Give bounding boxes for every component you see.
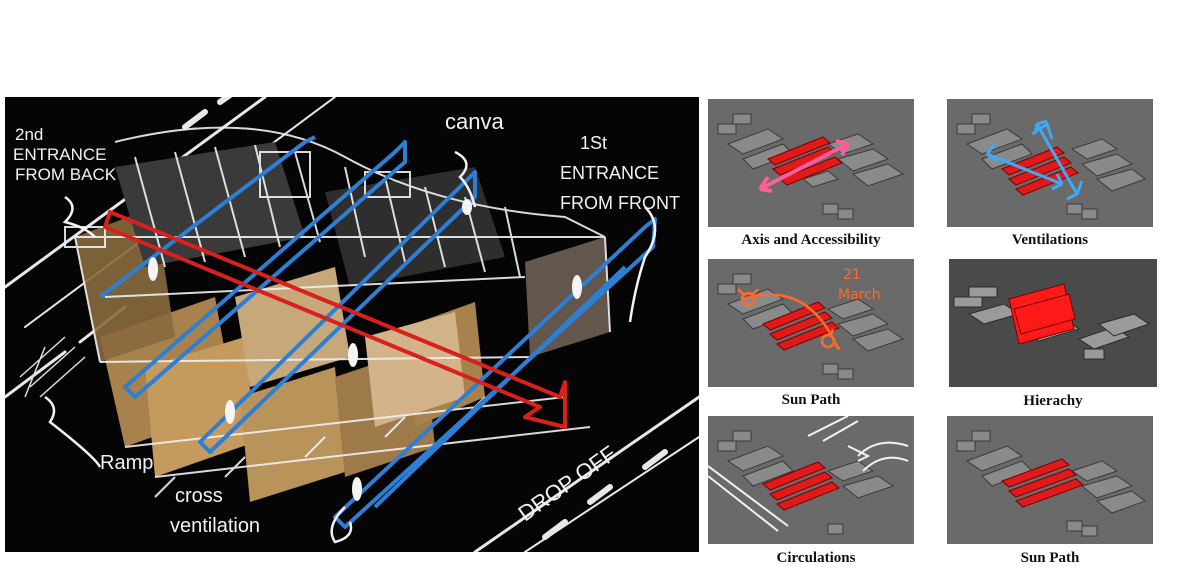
label-ramp: Ramp	[100, 452, 153, 474]
caption-circulations: Circulations	[708, 550, 924, 567]
label-drop-off: DROP OFF	[514, 441, 621, 526]
caption-hierarchy: Hierachy	[949, 393, 1157, 410]
thumb-hierarchy	[949, 259, 1157, 387]
sun-annotation-march: March	[838, 287, 881, 303]
label-cross: cross	[175, 485, 223, 507]
caption-sun-path-1: Sun Path	[708, 392, 914, 409]
label-2nd-entrance-l2: ENTRANCE	[13, 145, 107, 164]
label-1st-entrance-l2: ENTRANCE	[560, 163, 659, 183]
thumb-sun-path-1: 21 March	[708, 259, 914, 387]
label-1st-entrance-l3: FROM FRONT	[560, 193, 680, 213]
thumb-ventilations	[947, 99, 1153, 227]
sun-annotation-21: 21	[843, 267, 861, 283]
label-canva: canva	[445, 109, 504, 134]
label-2nd-entrance-l1: 2nd	[15, 125, 43, 144]
thumb-circulations	[708, 416, 914, 544]
label-1st-entrance-l1: 1St	[580, 133, 607, 153]
thumb-sun-path-2	[947, 416, 1153, 544]
caption-sun-path-2: Sun Path	[947, 550, 1153, 567]
thumb-axis-accessibility	[708, 99, 914, 227]
label-2nd-entrance-l3: FROM BACK	[15, 165, 117, 184]
label-ventilation: ventilation	[170, 515, 260, 537]
caption-axis-accessibility: Axis and Accessibility	[708, 232, 914, 249]
caption-ventilations: Ventilations	[947, 232, 1153, 249]
main-concept-sketch: 2nd ENTRANCE FROM BACK canva 1St ENTRANC…	[5, 97, 699, 552]
concept-sketch-svg: 2nd ENTRANCE FROM BACK canva 1St ENTRANC…	[5, 97, 699, 552]
